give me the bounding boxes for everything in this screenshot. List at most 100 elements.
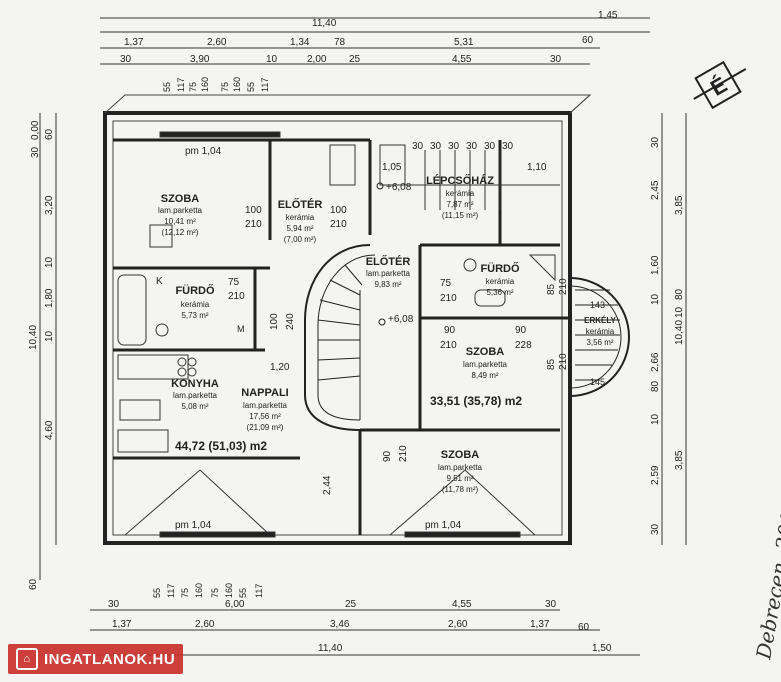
door-label: 210 xyxy=(440,293,457,304)
handwritten-note: Debrecen, 2015. december 21. xyxy=(751,348,781,662)
right-dim-label: 80 xyxy=(650,380,661,392)
bottom-dim-2-a: 1,37 xyxy=(112,619,132,630)
balcony xyxy=(569,277,630,397)
room-gross: (12,12 m²) xyxy=(162,228,199,237)
room-area: 10,41 m² xyxy=(164,217,196,226)
stair-step-label: 30 xyxy=(466,141,478,152)
door-label: 210 xyxy=(330,219,347,230)
door-label: 240 xyxy=(285,313,296,330)
bottom-dim-3-b: 1,50 xyxy=(592,643,612,654)
bottom-opening-label: 160 xyxy=(194,583,204,598)
room-floor: lam.parketta xyxy=(463,360,508,369)
room-gross: (21,09 m²) xyxy=(247,423,284,432)
left-dim-label: 10,40 xyxy=(28,325,39,350)
stair-dim-105: 1,05 xyxy=(382,162,402,173)
door-label: 90 xyxy=(382,450,393,462)
room-nappali: NAPPALI lam.parketta 17,56 m² (21,09 m²) xyxy=(241,387,288,432)
fixture-k: K xyxy=(156,276,163,287)
room-szoba-1: SZOBA lam.parketta 10,41 m² (12,12 m²) xyxy=(158,193,203,237)
right-dim-label: 2,45 xyxy=(650,180,661,200)
room-name: ELŐTÉR xyxy=(366,255,411,268)
level-mark: +6,08 xyxy=(388,314,414,325)
room-name: SZOBA xyxy=(466,346,505,358)
stair-step-label: 30 xyxy=(430,141,442,152)
top-dim-total: 11,40 xyxy=(312,18,337,29)
room-area: 9,83 m² xyxy=(374,280,401,289)
stair-step-label: 30 xyxy=(502,141,514,152)
room-area: 9,51 m² xyxy=(446,474,473,483)
door-label: 85 xyxy=(546,358,557,370)
right-dim-label: 10 xyxy=(650,413,661,425)
left-dim-label: 1,80 xyxy=(44,288,55,308)
room-erkely: ERKÉLY kerámia 3,56 m² xyxy=(584,316,616,347)
bottom-opening-label: 160 xyxy=(224,583,234,598)
watermark: ⌂ INGATLANOK.HU xyxy=(8,644,184,674)
bottom-dim-2-e: 1,37 xyxy=(530,619,550,630)
left-dim-label: 10 xyxy=(44,330,55,342)
north-label: É xyxy=(706,72,731,101)
watermark-text: INGATLANOK.HU xyxy=(44,650,176,668)
room-name: ERKÉLY xyxy=(584,316,616,325)
top-dim-3-d: 2,00 xyxy=(307,54,327,65)
bottom-dim-2-c: 3,46 xyxy=(330,619,350,630)
right-dim-label: 80 xyxy=(674,288,685,300)
total-area-right: 33,51 (35,78) m2 xyxy=(430,394,522,408)
top-dim-2-e: 5,31 xyxy=(454,37,474,48)
door-label: 75 xyxy=(440,278,452,289)
top-dim-3-c: 10 xyxy=(266,54,278,65)
door-label: 100 xyxy=(269,313,280,330)
room-gross: (7,00 m²) xyxy=(284,235,317,244)
dim-244: 2,44 xyxy=(322,475,333,495)
left-dim-label: 0,00 xyxy=(30,120,41,140)
curved-stair xyxy=(304,244,376,431)
outer-walls xyxy=(103,111,572,545)
fixture-m: M xyxy=(237,324,245,334)
right-dim-label: 10,40 xyxy=(674,320,685,345)
room-gross: (11,15 m²) xyxy=(442,211,479,220)
bottom-opening-label: 75 xyxy=(180,588,190,598)
parapet-top: pm 1,04 xyxy=(185,146,222,157)
balcony-dim-145: 145 xyxy=(590,377,605,387)
door-labels: 100 210 100 210 75 210 100 240 75 210 90… xyxy=(228,205,569,462)
right-dim-labels: 30 2,45 3,85 1,60 10 80 10 10,40 2,66 80… xyxy=(650,136,685,535)
bottom-dim-3-a: 11,40 xyxy=(318,643,343,654)
stair-step-label: 30 xyxy=(412,141,424,152)
top-opening-label: 75 xyxy=(188,82,198,92)
room-name: FÜRDŐ xyxy=(480,262,520,275)
right-dim-label: 2,59 xyxy=(650,465,661,485)
door-label: 90 xyxy=(515,325,527,336)
top-opening-label: 55 xyxy=(162,82,172,92)
room-eloter-2: ELŐTÉR lam.parketta 9,83 m² xyxy=(366,255,411,289)
left-dim-label: 60 xyxy=(44,128,55,140)
top-dim-2-b: 2,60 xyxy=(207,37,227,48)
right-dim-label: 30 xyxy=(650,136,661,148)
room-eloter-1: ELŐTÉR kerámia 5,94 m² (7,00 m²) xyxy=(278,198,323,244)
house-icon: ⌂ xyxy=(16,648,38,670)
door-label: 210 xyxy=(558,353,569,370)
bottom-dim-1-e: 30 xyxy=(545,599,557,610)
room-gross: (11,78 m²) xyxy=(442,485,479,494)
top-opening-label: 117 xyxy=(176,78,186,92)
room-floor: lam.parketta xyxy=(243,401,288,410)
top-opening-label: 55 xyxy=(246,82,256,92)
top-opening-label: 117 xyxy=(260,78,270,92)
door-label: 228 xyxy=(515,340,532,351)
top-dim-3-g: 30 xyxy=(550,54,562,65)
room-furdo-1: FÜRDŐ kerámia 5,36 m² xyxy=(480,262,520,297)
door-label: 100 xyxy=(245,205,262,216)
bottom-dim-2-b: 2,60 xyxy=(195,619,215,630)
right-dim-label: 1,60 xyxy=(650,255,661,275)
door-label: 210 xyxy=(558,278,569,295)
room-konyha: KONYHA lam.parketta 5,08 m² xyxy=(171,378,219,411)
room-szoba-3: SZOBA lam.parketta 9,51 m² (11,78 m²) xyxy=(438,449,483,494)
left-dim-labels: 0,00 60 30 3,20 10 1,80 10 10,40 4,60 60 xyxy=(28,120,55,590)
left-dimension-lines xyxy=(39,113,57,580)
fixtures xyxy=(117,144,556,453)
room-floor: lam.parketta xyxy=(438,463,483,472)
room-name: LÉPCSŐHÁZ xyxy=(426,174,494,187)
room-szoba-2: SZOBA lam.parketta 8,49 m² xyxy=(463,346,508,380)
right-dim-label: 30 xyxy=(650,523,661,535)
top-dim-2-c: 1,34 xyxy=(290,37,310,48)
top-dim-3-e: 25 xyxy=(349,54,361,65)
bottom-opening-labels: 55 117 75 160 75 160 55 117 xyxy=(152,583,264,598)
